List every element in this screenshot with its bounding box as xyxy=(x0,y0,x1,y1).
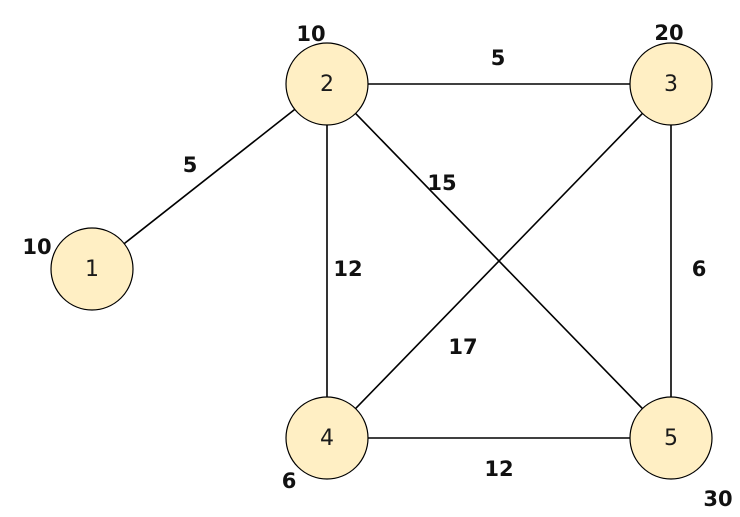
node-value-2: 10 xyxy=(296,22,325,46)
edge-weight-2-3: 5 xyxy=(491,46,506,70)
node-label-5: 5 xyxy=(664,426,678,451)
node-value-1: 10 xyxy=(22,235,51,259)
node-circle-3 xyxy=(629,42,713,126)
edge-weight-3-4: 17 xyxy=(448,335,477,359)
node-3: 3 xyxy=(629,42,713,126)
node-4: 4 xyxy=(285,396,369,480)
edge-weight-1-2: 5 xyxy=(183,153,198,177)
node-circle-2 xyxy=(285,42,369,126)
edge-weight-4-5: 12 xyxy=(484,457,513,481)
node-value-5: 30 xyxy=(703,487,732,511)
edge-weight-2-5: 15 xyxy=(427,171,456,195)
node-circle-5 xyxy=(629,396,713,480)
node-value-3: 20 xyxy=(654,21,683,45)
node-circle-1 xyxy=(50,227,134,311)
node-1: 1 xyxy=(50,227,134,311)
edge-1-2 xyxy=(123,108,296,245)
node-2: 2 xyxy=(285,42,369,126)
edge-3-4 xyxy=(354,112,644,410)
node-values-layer: 10 10 20 6 30 xyxy=(22,21,732,511)
edge-weight-2-4: 12 xyxy=(333,257,362,281)
edges-layer xyxy=(123,83,672,439)
node-label-3: 3 xyxy=(664,72,678,97)
edge-weights-layer: 5 5 12 15 17 6 12 xyxy=(183,46,707,481)
node-label-2: 2 xyxy=(320,72,334,97)
node-label-1: 1 xyxy=(85,257,99,282)
node-circle-4 xyxy=(285,396,369,480)
node-value-4: 6 xyxy=(282,469,297,493)
node-label-4: 4 xyxy=(320,426,334,451)
edge-weight-3-5: 6 xyxy=(692,257,707,281)
node-5: 5 xyxy=(629,396,713,480)
